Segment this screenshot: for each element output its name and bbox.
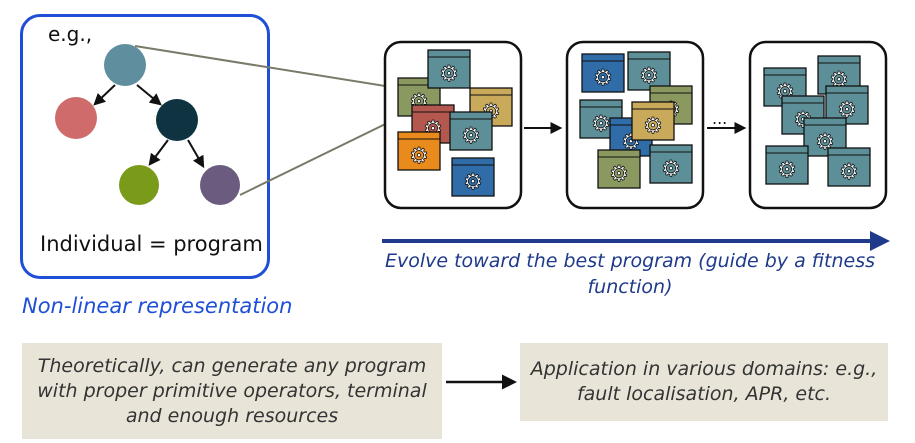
gear-icon: ⚙ [777, 158, 797, 183]
gear-icon: ⚙ [409, 144, 429, 169]
program-tile: ⚙ [825, 85, 869, 125]
representation-label: Non-linear representation [22, 294, 293, 318]
evolve-caption: Evolve toward the best program (guide by… [384, 250, 876, 298]
gear-icon: ⚙ [661, 157, 681, 182]
gear-icon: ⚙ [593, 66, 613, 91]
tree-edges [93, 84, 205, 169]
program-tile: ⚙ [449, 111, 493, 151]
program-tile: ⚙ [397, 131, 441, 171]
application-note: Application in various domains: e.g., fa… [520, 343, 888, 421]
tree-node-right [156, 99, 198, 141]
tree-panel [20, 14, 270, 279]
ellipsis-label: ... [712, 109, 727, 128]
theory-note-text: Theoretically, can generate any program … [37, 354, 427, 427]
program-tile: ⚙ [581, 53, 625, 93]
program-tile: ⚙ [597, 149, 641, 189]
tree-node-right-left [119, 165, 159, 205]
gear-icon: ⚙ [837, 98, 857, 123]
program-tile: ⚙ [627, 51, 671, 91]
gear-icon: ⚙ [591, 112, 611, 137]
program-tile: ⚙ [451, 157, 495, 197]
application-note-text: Application in various domains: e.g., fa… [530, 358, 878, 405]
gear-icon: ⚙ [461, 124, 481, 149]
tree-node-left [55, 97, 97, 139]
gear-icon: ⚙ [463, 170, 483, 195]
program-tile: ⚙ [631, 101, 675, 141]
program-tile: ⚙ [827, 147, 871, 187]
example-label: e.g., [48, 22, 93, 46]
zoom-line-top [134, 45, 411, 91]
individual-caption: Individual = program [40, 232, 263, 256]
program-tiles: ⚙⚙⚙⚙⚙⚙⚙⚙⚙⚙⚙⚙⚙⚙⚙⚙⚙⚙⚙⚙⚙⚙ [397, 49, 871, 197]
gear-icon: ⚙ [439, 62, 459, 87]
program-tile: ⚙ [427, 49, 471, 89]
tree-nodes [55, 44, 240, 205]
gear-icon: ⚙ [839, 160, 859, 185]
gear-icon: ⚙ [639, 64, 659, 89]
theory-note: Theoretically, can generate any program … [22, 343, 442, 439]
gear-icon: ⚙ [643, 114, 663, 139]
tree-node-root [104, 44, 146, 86]
zoom-line-bottom [239, 111, 411, 196]
gear-icon: ⚙ [609, 162, 629, 187]
program-tile: ⚙ [649, 144, 693, 184]
program-tile: ⚙ [765, 145, 809, 185]
tree-node-right-right [200, 165, 240, 205]
